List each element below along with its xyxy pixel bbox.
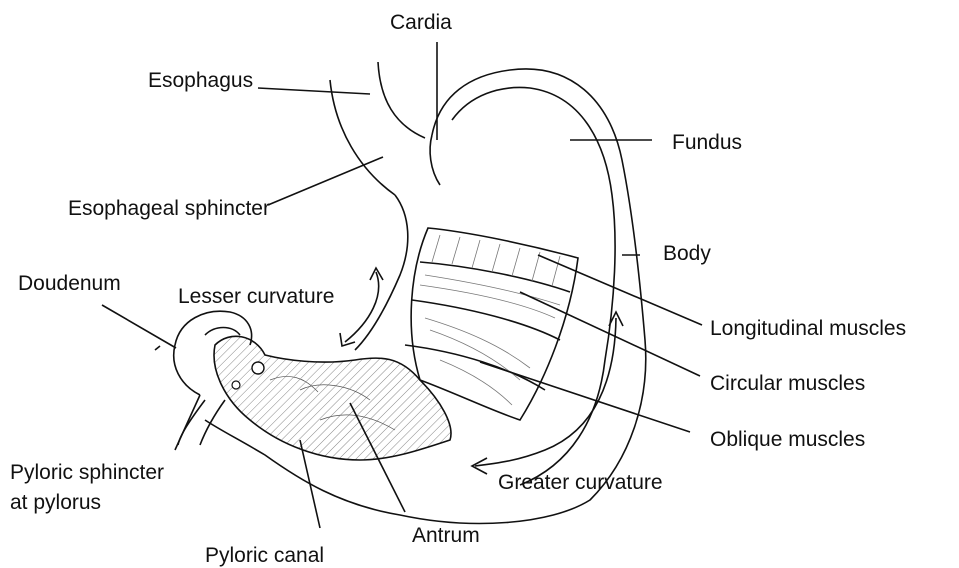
label-oblique-muscles: Oblique muscles (710, 429, 865, 450)
label-esophagus: Esophagus (148, 70, 253, 91)
label-pyloric-sphincter-line2: at pylorus (10, 492, 101, 513)
label-doudenum: Doudenum (18, 273, 121, 294)
label-greater-curvature: Greater curvature (498, 472, 663, 493)
label-circular-muscles: Circular muscles (710, 373, 865, 394)
greater-curvature-arrow (472, 312, 623, 474)
label-lesser-curvature: Lesser curvature (178, 286, 334, 307)
label-antrum: Antrum (412, 525, 480, 546)
antrum-cutaway (214, 336, 451, 460)
doudenum-leader (102, 305, 176, 348)
label-body: Body (663, 243, 711, 264)
label-pyloric-sphincter-line1: Pyloric sphincter (10, 462, 164, 483)
lesser-curvature-arrow (340, 268, 383, 346)
esophageal-sphincter-leader (268, 157, 383, 205)
esophagus-leader (258, 88, 370, 94)
esophagus-shape (330, 62, 425, 195)
pyloric-sphincter-leader (175, 395, 200, 450)
label-cardia: Cardia (390, 12, 452, 33)
label-longitudinal-muscles: Longitudinal muscles (710, 318, 906, 339)
label-esophageal-sphincter: Esophageal sphincter (68, 198, 270, 219)
label-fundus: Fundus (672, 132, 742, 153)
doudenum-tick (155, 346, 160, 350)
label-pyloric-canal: Pyloric canal (205, 545, 324, 566)
